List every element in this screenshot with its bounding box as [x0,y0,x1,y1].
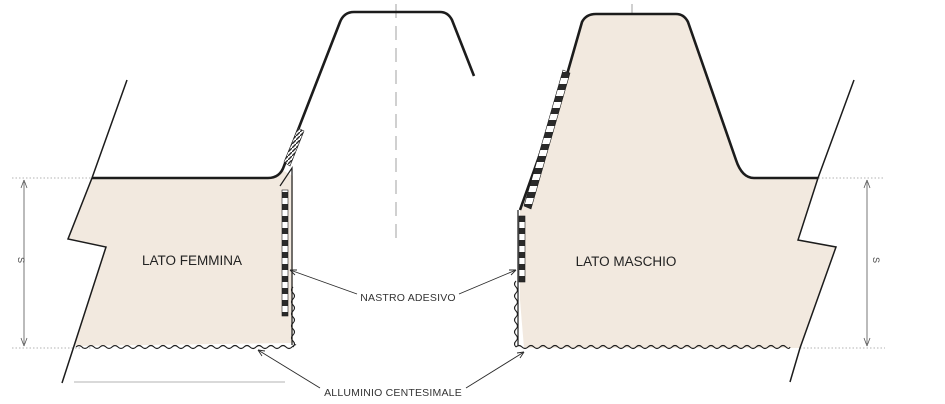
male-adhesive-tape [518,215,526,283]
female-panel-break-line [61,79,128,384]
male-top-profile [518,12,818,211]
dimension-right: S [863,179,881,347]
dimension-left: S [16,179,28,347]
female-adhesive-tape [281,189,289,317]
nastro-adesivo-label: NASTRO ADESIVO [360,292,456,304]
male-panel-fill [520,14,836,348]
female-lip [279,166,293,345]
nastro-adesivo-callout [289,269,517,295]
female-aluminium-edge [75,286,297,350]
alluminio-callout [257,349,525,389]
male-adhesive-tape-slope [523,69,571,210]
female-top-profile [92,10,476,180]
male-break-line [789,79,855,383]
dimension-guides [12,177,885,349]
female-adhesive-tape-slope [283,127,305,167]
male-side-label: LATO MASCHIO [576,254,677,269]
dimension-left-label: S [16,257,26,263]
dimension-right-label: S [871,257,881,263]
female-panel-fill [68,170,293,346]
female-side-label: LATO FEMMINA [142,253,242,268]
alluminio-centesimale-label: ALLUMINIO CENTESIMALE [324,387,462,399]
male-aluminium-edge [513,280,791,350]
